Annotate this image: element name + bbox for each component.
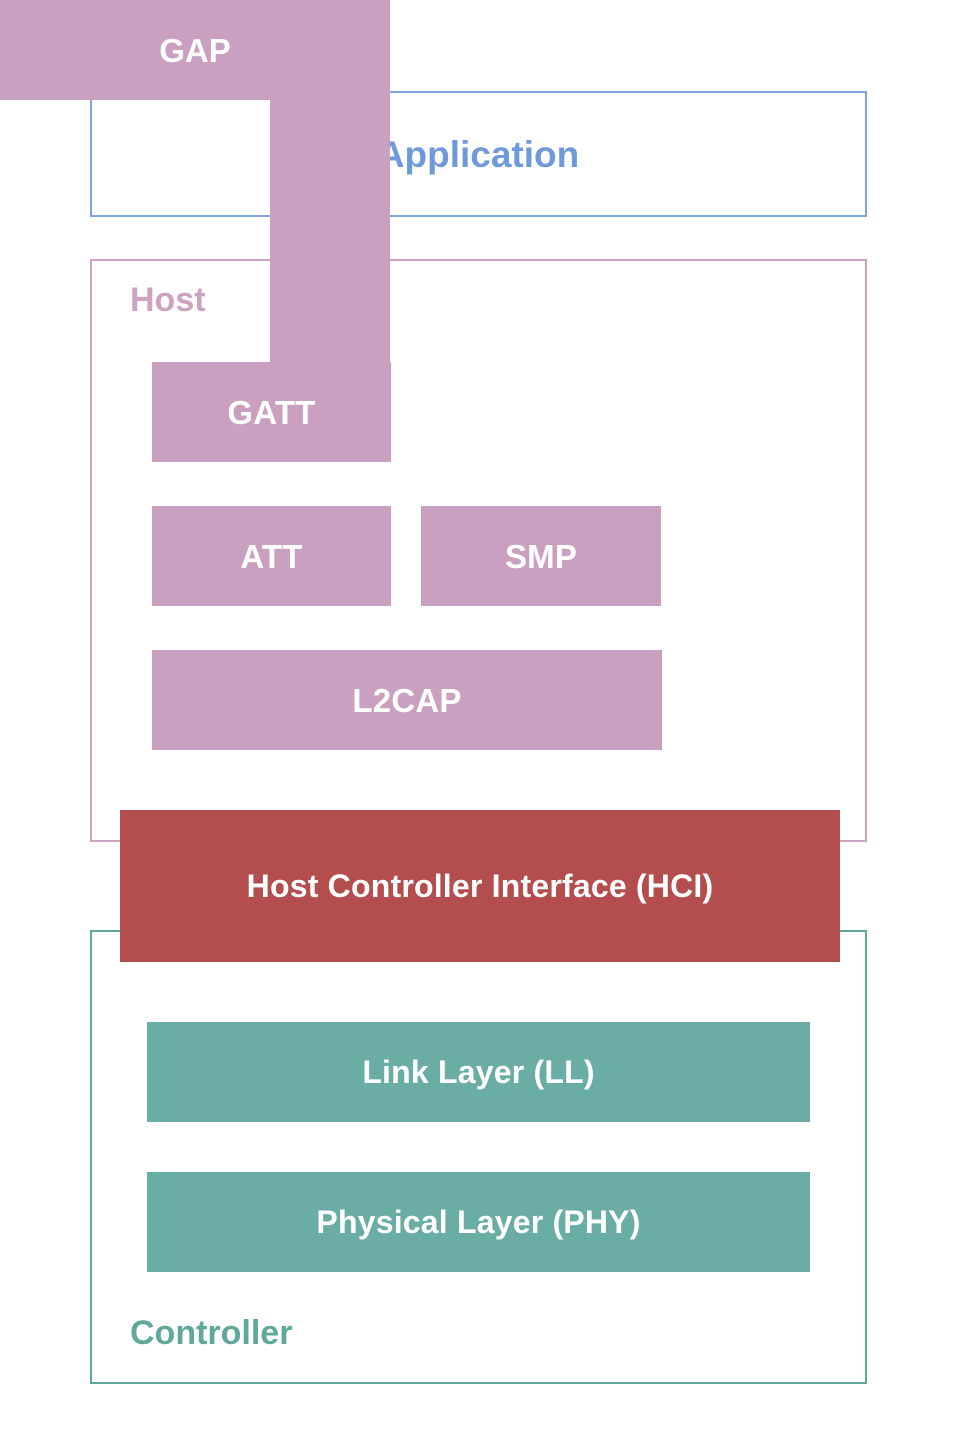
gap-block-right-column-segment	[270, 100, 390, 388]
l2cap-block: L2CAP	[152, 650, 662, 750]
att-block: ATT	[152, 506, 391, 606]
gatt-block: GATT	[152, 362, 391, 462]
host-controller-interface-block: Host Controller Interface (HCI)	[120, 810, 840, 962]
gap-block: GAP	[0, 0, 390, 388]
application-layer-label: Application	[377, 133, 580, 175]
link-layer-block: Link Layer (LL)	[147, 1022, 810, 1122]
physical-layer-block: Physical Layer (PHY)	[147, 1172, 810, 1272]
gap-block-top-segment	[0, 0, 390, 100]
gap-block-label: GAP	[159, 31, 231, 69]
application-layer-box: Application	[90, 91, 867, 217]
controller-layer-label: Controller	[130, 1314, 293, 1352]
smp-block: SMP	[421, 506, 661, 606]
host-layer-label: Host	[130, 281, 206, 319]
